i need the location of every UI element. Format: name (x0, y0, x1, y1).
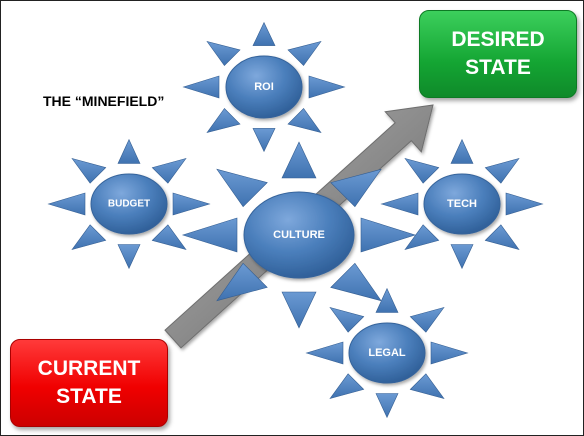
spike-culture-1 (330, 168, 382, 208)
spike-budget-0 (117, 138, 141, 164)
node-culture-circle (243, 191, 355, 279)
spike-budget-1 (151, 157, 187, 184)
spike-legal-6 (305, 341, 344, 365)
node-tech-label: TECH (447, 198, 477, 210)
desired-state-label: DESIRED STATE (451, 28, 545, 79)
spike-roi-5 (206, 108, 241, 133)
spike-budget-3 (151, 224, 187, 251)
spike-legal-3 (409, 373, 445, 400)
spike-budget-7 (71, 157, 107, 184)
spike-legal-7 (329, 306, 365, 333)
spike-budget-4 (117, 244, 141, 270)
spike-legal-2 (430, 341, 469, 365)
spike-tech-4 (450, 244, 474, 270)
spike-tech-2 (505, 192, 544, 216)
spike-legal-4 (375, 393, 399, 419)
spike-legal-0 (375, 287, 399, 313)
spike-roi-4 (252, 128, 276, 153)
spike-culture-6 (181, 217, 238, 253)
spike-roi-0 (252, 21, 276, 46)
node-roi-label: ROI (254, 81, 274, 93)
spike-culture-4 (281, 291, 317, 329)
spike-roi-2 (308, 75, 346, 99)
node-budget-circle (90, 173, 168, 235)
current-state-label: CURRENT STATE (37, 357, 141, 408)
spike-tech-5 (404, 224, 440, 251)
spike-culture-5 (216, 262, 268, 302)
node-budget: BUDGET (47, 138, 211, 270)
diagram-title: THE “MINEFIELD” (43, 93, 165, 109)
spike-culture-0 (281, 141, 317, 179)
spike-roi-7 (206, 41, 241, 66)
spike-roi-6 (182, 75, 220, 99)
spike-budget-2 (172, 192, 211, 216)
node-legal-label: LEGAL (368, 347, 406, 359)
spike-legal-1 (409, 306, 445, 333)
node-legal-circle (348, 322, 426, 384)
spike-tech-0 (450, 138, 474, 164)
node-tech-circle (423, 173, 501, 235)
node-budget-label: BUDGET (108, 199, 150, 210)
node-culture: CULTURE (181, 141, 417, 329)
desired-state-box: DESIRED STATE (419, 10, 577, 98)
node-tech: TECH (380, 138, 544, 270)
node-legal: LEGAL (305, 287, 469, 419)
spike-tech-3 (484, 224, 520, 251)
node-roi: ROI (182, 21, 346, 153)
spike-tech-1 (484, 157, 520, 184)
spike-culture-2 (360, 217, 417, 253)
spike-roi-1 (287, 41, 322, 66)
node-culture-label: CULTURE (273, 229, 325, 241)
spike-budget-5 (71, 224, 107, 251)
spike-tech-6 (380, 192, 419, 216)
spike-culture-3 (330, 262, 382, 302)
node-roi-circle (225, 55, 303, 119)
spike-culture-7 (216, 168, 268, 208)
current-state-box: CURRENT STATE (10, 339, 168, 427)
spike-legal-5 (329, 373, 365, 400)
spike-roi-3 (287, 108, 322, 133)
spike-budget-6 (47, 192, 86, 216)
spike-tech-7 (404, 157, 440, 184)
